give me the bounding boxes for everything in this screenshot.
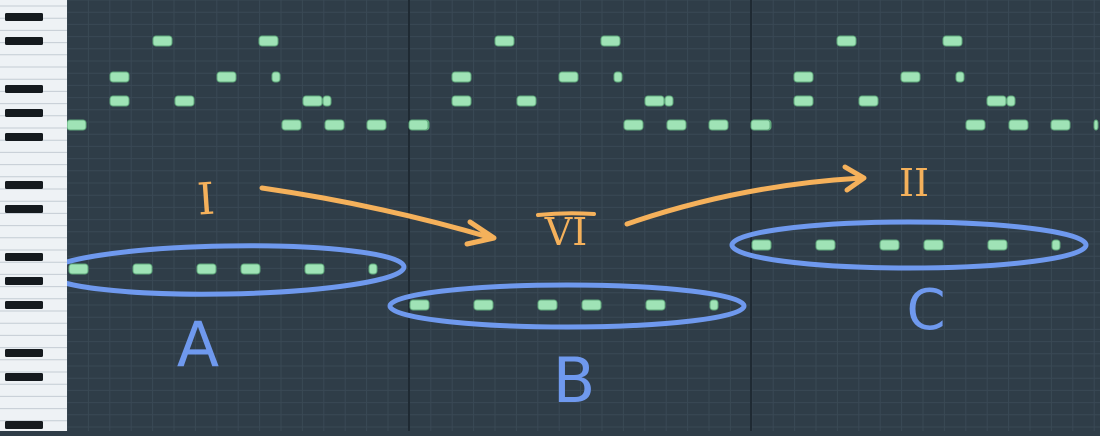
midi-note[interactable] bbox=[793, 71, 814, 83]
midi-note[interactable] bbox=[516, 95, 537, 107]
midi-note[interactable] bbox=[322, 95, 332, 107]
midi-note[interactable] bbox=[152, 35, 173, 47]
midi-note[interactable] bbox=[558, 71, 579, 83]
black-key[interactable] bbox=[5, 205, 43, 213]
arrow-i-to-vi bbox=[259, 185, 495, 241]
black-key[interactable] bbox=[5, 85, 43, 93]
black-key[interactable] bbox=[5, 301, 43, 309]
midi-note[interactable] bbox=[240, 263, 261, 275]
black-key[interactable] bbox=[5, 133, 43, 141]
midi-note[interactable] bbox=[1008, 119, 1029, 131]
black-key[interactable] bbox=[5, 349, 43, 357]
piano-roll-grid[interactable]: I VI II A B C bbox=[45, 0, 1100, 431]
bass-group-c-outline bbox=[729, 219, 1089, 271]
midi-note[interactable] bbox=[537, 299, 558, 311]
midi-note[interactable] bbox=[965, 119, 986, 131]
midi-note[interactable] bbox=[109, 95, 130, 107]
midi-note[interactable] bbox=[281, 119, 302, 131]
midi-note[interactable] bbox=[1051, 239, 1061, 251]
midi-note[interactable] bbox=[858, 95, 879, 107]
midi-note[interactable] bbox=[132, 263, 153, 275]
grid-background bbox=[67, 0, 1100, 431]
midi-note[interactable] bbox=[409, 299, 430, 311]
midi-note[interactable] bbox=[644, 95, 665, 107]
midi-note[interactable] bbox=[258, 35, 279, 47]
piano-keyboard[interactable] bbox=[0, 0, 67, 431]
black-key[interactable] bbox=[5, 253, 43, 261]
midi-note[interactable] bbox=[581, 299, 602, 311]
midi-note[interactable] bbox=[879, 239, 900, 251]
midi-note[interactable] bbox=[174, 95, 195, 107]
midi-note[interactable] bbox=[68, 263, 89, 275]
midi-note[interactable] bbox=[750, 119, 771, 131]
note-grid[interactable]: I VI II A B C bbox=[45, 0, 1100, 431]
chord-label-six: VI bbox=[544, 210, 587, 254]
arrow-i-to-vi-head bbox=[464, 219, 497, 247]
chord-label-two: II bbox=[899, 161, 929, 205]
midi-note[interactable] bbox=[815, 239, 836, 251]
midi-note[interactable] bbox=[1093, 119, 1099, 131]
chord-label-one: I bbox=[196, 173, 217, 225]
midi-note[interactable] bbox=[271, 71, 281, 83]
midi-note[interactable] bbox=[708, 119, 729, 131]
midi-note[interactable] bbox=[664, 95, 674, 107]
midi-note[interactable] bbox=[613, 71, 623, 83]
grid-lines bbox=[66, 0, 1100, 431]
black-key[interactable] bbox=[5, 421, 43, 429]
notes-layer[interactable] bbox=[66, 35, 1099, 311]
midi-note[interactable] bbox=[836, 35, 857, 47]
midi-note[interactable] bbox=[451, 95, 472, 107]
section-label-c: C bbox=[906, 278, 945, 343]
midi-note[interactable] bbox=[366, 119, 387, 131]
black-key[interactable] bbox=[5, 277, 43, 285]
midi-note[interactable] bbox=[473, 299, 494, 311]
midi-note[interactable] bbox=[1050, 119, 1071, 131]
black-key[interactable] bbox=[5, 13, 43, 21]
midi-note[interactable] bbox=[955, 71, 965, 83]
midi-note[interactable] bbox=[751, 239, 772, 251]
midi-note[interactable] bbox=[986, 95, 1007, 107]
bass-group-b-outline bbox=[387, 282, 747, 330]
midi-note[interactable] bbox=[600, 35, 621, 47]
arrow-vi-to-ii-head bbox=[842, 164, 867, 193]
midi-note[interactable] bbox=[623, 119, 644, 131]
midi-note[interactable] bbox=[304, 263, 325, 275]
vi-overline bbox=[536, 211, 596, 217]
black-key[interactable] bbox=[5, 181, 43, 189]
midi-note[interactable] bbox=[66, 119, 87, 131]
midi-note[interactable] bbox=[942, 35, 963, 47]
midi-note[interactable] bbox=[216, 71, 237, 83]
piano-keys[interactable] bbox=[0, 0, 67, 431]
midi-note[interactable] bbox=[368, 263, 378, 275]
black-key[interactable] bbox=[5, 373, 43, 381]
midi-note[interactable] bbox=[709, 299, 719, 311]
midi-note[interactable] bbox=[987, 239, 1008, 251]
annotation-layer: I VI II A B C bbox=[45, 161, 1089, 417]
midi-note[interactable] bbox=[645, 299, 666, 311]
midi-note[interactable] bbox=[793, 95, 814, 107]
section-label-a: A bbox=[177, 308, 219, 381]
midi-note[interactable] bbox=[302, 95, 323, 107]
midi-note[interactable] bbox=[109, 71, 130, 83]
midi-note[interactable] bbox=[196, 263, 217, 275]
arrow-vi-to-ii bbox=[624, 175, 865, 227]
section-label-b: B bbox=[553, 344, 596, 417]
keyboard-bg bbox=[0, 0, 67, 431]
black-key[interactable] bbox=[5, 109, 43, 117]
midi-note[interactable] bbox=[451, 71, 472, 83]
midi-note[interactable] bbox=[1006, 95, 1016, 107]
midi-note[interactable] bbox=[408, 119, 429, 131]
midi-note[interactable] bbox=[494, 35, 515, 47]
midi-note[interactable] bbox=[923, 239, 944, 251]
midi-note[interactable] bbox=[666, 119, 687, 131]
midi-note[interactable] bbox=[324, 119, 345, 131]
midi-note[interactable] bbox=[900, 71, 921, 83]
black-key[interactable] bbox=[5, 37, 43, 45]
